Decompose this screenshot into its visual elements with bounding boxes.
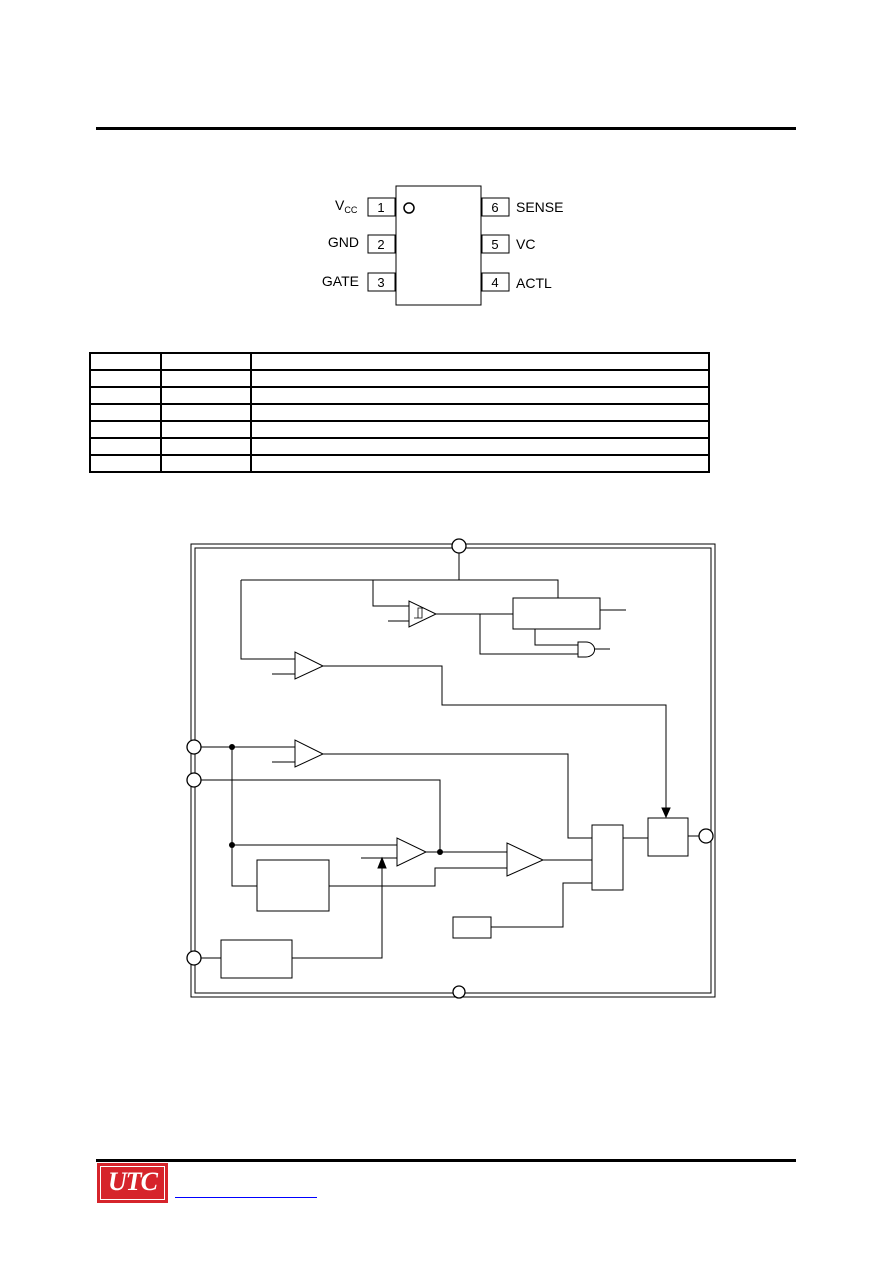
- comparator-1-output: [323, 665, 667, 810]
- pin-1-label: VCC: [335, 197, 358, 215]
- pin-1-label-sub: CC: [344, 205, 357, 215]
- junction-dot: [437, 849, 443, 855]
- comparator-3: [506, 842, 545, 877]
- pin-3-label: GATE: [322, 273, 359, 289]
- logo-text: UTC: [108, 1167, 158, 1196]
- and-gate: [577, 641, 596, 658]
- sense-output: [292, 866, 383, 959]
- gnd-terminal: [452, 985, 466, 999]
- uvlo-block: [512, 597, 601, 630]
- left-terminal-bottom: [186, 950, 202, 966]
- logic-block: [591, 824, 624, 891]
- pin-configuration-diagram: 1 2 3 6 5 4 VCC GND GATE SENSE VC ACTL: [322, 185, 563, 306]
- table-row: [89, 386, 710, 405]
- schmitt-trigger-icon: [414, 607, 424, 619]
- comparator-1: [294, 651, 325, 680]
- reference-output: [329, 867, 507, 887]
- pin-5-label: VC: [516, 236, 535, 252]
- pin-6-label: SENSE: [516, 199, 563, 215]
- website-link[interactable]: [175, 1183, 317, 1198]
- pin-5-number: 5: [491, 237, 498, 252]
- pin-4-label: ACTL: [516, 275, 552, 291]
- reference-block: [256, 859, 330, 912]
- comparator-2-output: [323, 753, 592, 839]
- pin-6-number: 6: [491, 200, 498, 215]
- branch-down: [231, 747, 257, 887]
- vcc-to-comp1: [240, 580, 295, 660]
- pin-5-box: [481, 234, 510, 254]
- small-block-wire: [491, 882, 592, 928]
- arrow-to-amp: [377, 856, 387, 869]
- pin-4-box: [481, 272, 510, 292]
- logo-border: [100, 1166, 165, 1200]
- error-amplifier: [396, 837, 428, 867]
- vcc-terminal: [451, 538, 467, 554]
- vcc-to-schmitt: [372, 580, 409, 607]
- table-row: [89, 437, 710, 456]
- arrow-to-driver: [661, 807, 671, 819]
- left-terminal-mid: [186, 772, 202, 788]
- schmitt-comparator: [408, 600, 438, 628]
- comparator-2: [294, 739, 325, 768]
- table-row: [89, 420, 710, 439]
- pin-3-box: [367, 272, 396, 292]
- small-block: [452, 916, 492, 939]
- gate-driver-block: [647, 817, 689, 857]
- sense-block: [220, 939, 293, 979]
- pin-1-label-main: V: [335, 197, 345, 213]
- header-rule: [96, 127, 796, 130]
- footer-rule: [96, 1159, 796, 1162]
- vcc-bus: [241, 579, 559, 598]
- left-mid-wire: [201, 779, 441, 852]
- pin-description-table: [89, 352, 710, 473]
- table-row: [89, 369, 710, 388]
- ic-package-body: [395, 185, 482, 306]
- pin1-marker: [403, 202, 415, 214]
- table-row: [89, 454, 710, 473]
- pin-3-number: 3: [377, 275, 384, 290]
- uvlo-to-gate: [534, 629, 578, 646]
- pin-1-number: 1: [377, 200, 384, 215]
- pin-6-box: [481, 197, 510, 217]
- left-terminal-top: [186, 739, 202, 755]
- table-row: [89, 403, 710, 422]
- schmitt-to-gate: [479, 614, 578, 655]
- pin-1-box: [367, 197, 396, 217]
- table-row: [89, 352, 710, 371]
- gate-terminal: [698, 828, 714, 844]
- utc-logo: UTC: [96, 1162, 169, 1204]
- pin-2-box: [367, 234, 396, 254]
- pin-2-number: 2: [377, 237, 384, 252]
- pin-2-label: GND: [328, 234, 359, 250]
- pin-4-number: 4: [491, 275, 498, 290]
